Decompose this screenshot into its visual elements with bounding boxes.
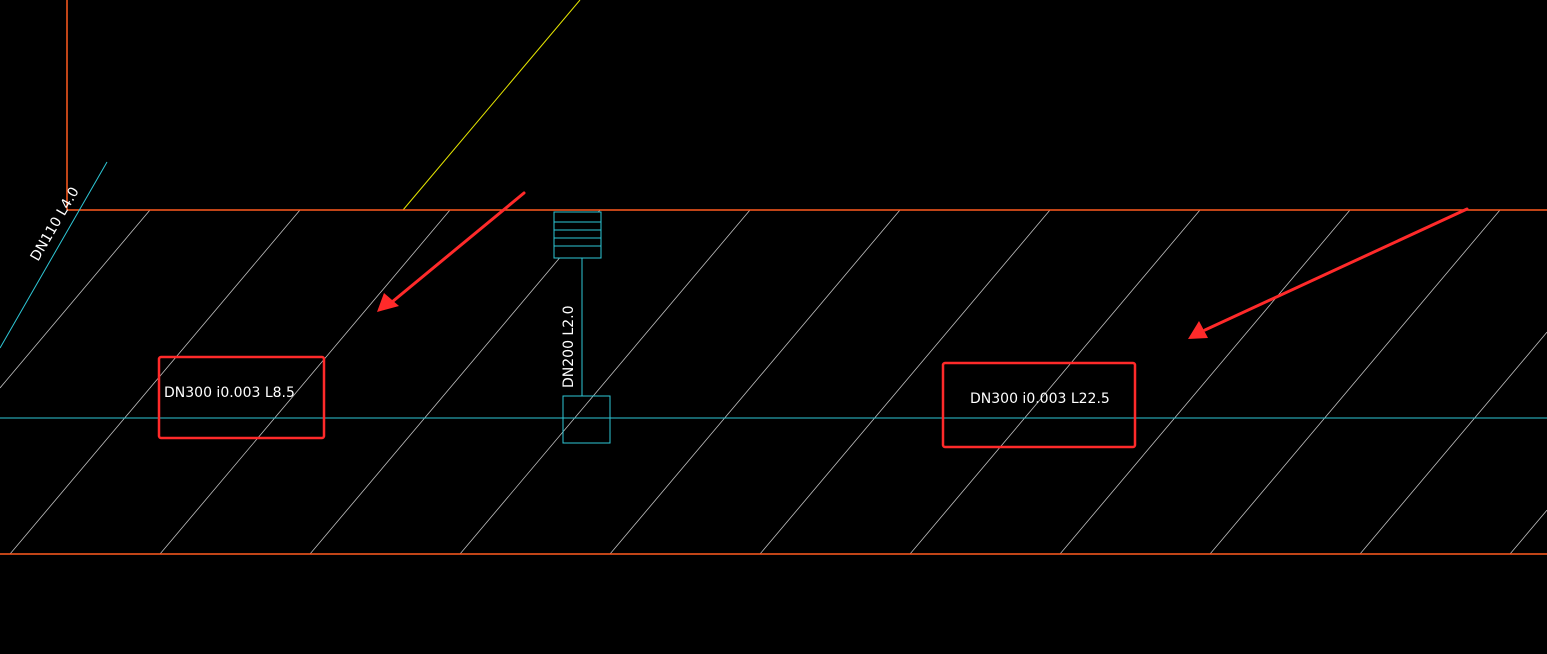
- highlight-box-left: [157, 355, 326, 440]
- hatch-line: [1509, 509, 1547, 555]
- hatch-line: [159, 209, 451, 555]
- manhole-icon[interactable]: [562, 395, 611, 444]
- hatch-line: [309, 209, 601, 555]
- riser-pipe-label: DN200 L2.0: [561, 306, 577, 389]
- hatch-line: [909, 209, 1201, 555]
- hatch-line: [1359, 331, 1547, 555]
- red-arrow-icon-left: [377, 191, 526, 312]
- hatch-line: [759, 209, 1051, 555]
- hatch-line: [1059, 209, 1351, 555]
- hatch-line: [609, 209, 901, 555]
- hatch-line: [0, 209, 151, 389]
- road-hatch-pattern: [0, 209, 1547, 555]
- main-pipe-left-label: DN300 i0.003 L8.5: [164, 385, 295, 401]
- inlet-grate-icon[interactable]: [553, 211, 602, 259]
- hatch-line: [1209, 209, 1501, 555]
- hatch-line: [9, 209, 301, 555]
- main-pipe-right-label: DN300 i0.003 L22.5: [970, 391, 1110, 407]
- highlight-box-right: [941, 361, 1137, 449]
- hatch-line: [459, 209, 751, 555]
- yellow-diagonal-line: [402, 0, 581, 211]
- branch-pipe-left[interactable]: [0, 161, 108, 349]
- red-arrow-icon-right: [1188, 207, 1469, 339]
